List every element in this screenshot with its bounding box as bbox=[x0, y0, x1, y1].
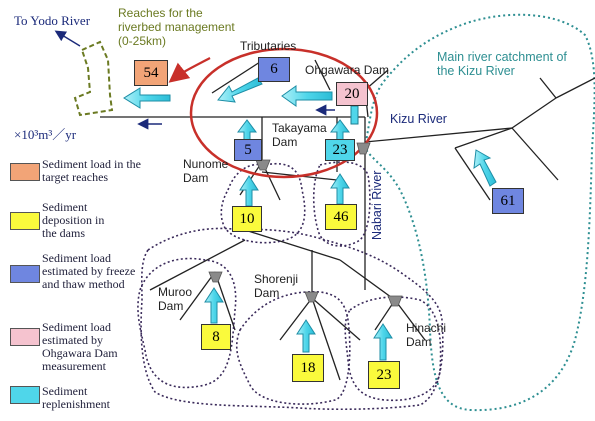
takayama-dam-label: Takayama Dam bbox=[272, 121, 327, 149]
muroo-value: 8 bbox=[201, 324, 231, 350]
ohgawara-dam-label: Ohgawara Dam bbox=[305, 63, 390, 77]
takayama-cyan-value: 23 bbox=[325, 139, 355, 161]
hinachi-dam-label: Hinachi Dam bbox=[406, 321, 447, 349]
reaches-label: Reaches for the riverbed management (0-2… bbox=[118, 6, 235, 48]
legend-text-replenishment: Sediment replenishment bbox=[42, 384, 110, 411]
main-catchment-boundary bbox=[363, 13, 595, 412]
unit-label: ×10³m³／yr bbox=[14, 127, 77, 142]
to-yodo-label: To Yodo River bbox=[14, 13, 91, 28]
reaches-region bbox=[73, 40, 114, 117]
hinachi-value: 23 bbox=[368, 361, 400, 389]
main-catchment-label: Main river catchment of the Kizu River bbox=[437, 50, 567, 79]
ohgawara-replenishment-bar bbox=[350, 105, 359, 125]
shorenji-dam-label: Shorenji Dam bbox=[254, 272, 299, 300]
legend-text-ohgawara: Sediment load estimated by Ohgawara Dam … bbox=[42, 320, 118, 373]
legend-text-target: Sediment load in the target reaches bbox=[42, 157, 141, 184]
kizu-river-label: Kizu River bbox=[390, 112, 447, 126]
target-reaches-value: 54 bbox=[134, 60, 168, 86]
nunome-dam-label: Nunome Dam bbox=[183, 157, 229, 185]
replenishment-arrows bbox=[123, 77, 497, 361]
focus-ellipse bbox=[189, 47, 379, 179]
tributaries-label: Tributaries bbox=[240, 39, 297, 53]
legend-swatch-ohgawara bbox=[10, 328, 40, 346]
legend-swatch-freeze bbox=[10, 265, 40, 283]
legend-swatch-target bbox=[10, 163, 40, 181]
ohgawara-value: 20 bbox=[336, 82, 368, 106]
to-yodo-arrow bbox=[54, 30, 81, 47]
shorenji-value: 18 bbox=[292, 354, 324, 382]
legend-swatch-replenishment bbox=[10, 386, 40, 404]
nunome-value: 10 bbox=[232, 206, 262, 232]
legend-text-deposition: Sediment deposition in the dams bbox=[42, 200, 105, 240]
red-arrow bbox=[168, 57, 211, 83]
nabari-river-label: Nabari River bbox=[370, 170, 384, 240]
legend-text-freeze: Sediment load estimated by freeze and th… bbox=[42, 251, 136, 291]
takayama-blue-value: 5 bbox=[234, 139, 262, 161]
legend-swatch-deposition bbox=[10, 212, 40, 230]
dam-markers bbox=[208, 142, 403, 307]
tributaries-value: 6 bbox=[258, 57, 290, 82]
kizu-upstream-value: 61 bbox=[492, 188, 524, 214]
muroo-dam-label: Muroo Dam bbox=[158, 285, 193, 313]
nabari-value: 46 bbox=[325, 204, 357, 230]
